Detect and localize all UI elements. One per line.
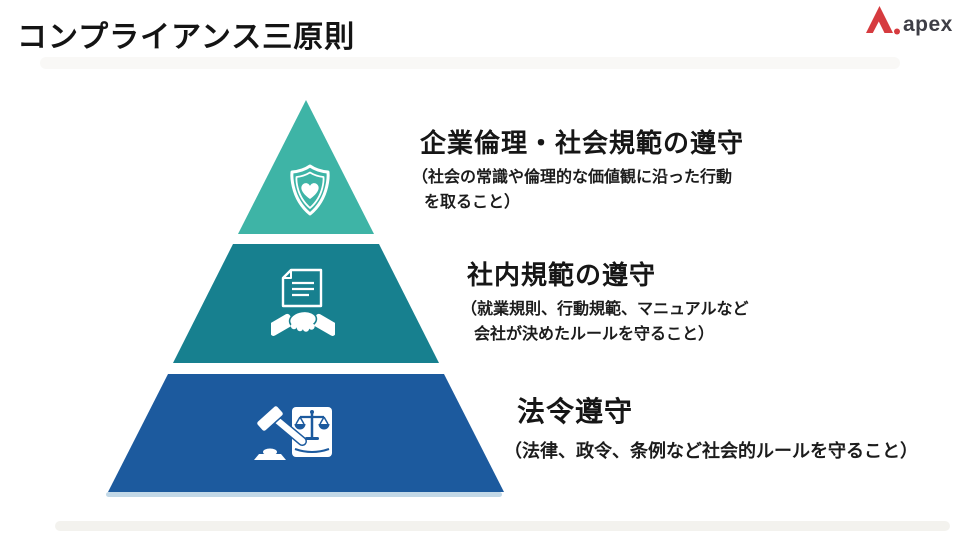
- tier-heading: 企業倫理・社会規範の遵守: [420, 128, 745, 158]
- gavel-lawbook-icon: [254, 404, 332, 460]
- logo-brand-text: apex: [903, 13, 953, 36]
- background-noise-band: [40, 57, 900, 69]
- description-line: を取ること）: [424, 193, 521, 211]
- pyramid-base-shadow: [106, 492, 502, 497]
- description-line: （就業規則、行動規範、マニュアルなど: [461, 300, 749, 318]
- page-title: コンプライアンス三原則: [17, 21, 356, 54]
- document-handshake-icon: [271, 268, 335, 336]
- description-line: （社会の常識や倫理的な価値観に沿った行動: [412, 168, 733, 186]
- pyramid-tier-middle: [173, 244, 439, 363]
- apex-logo: apex: [866, 4, 953, 37]
- apex-mountain-icon: [866, 6, 900, 35]
- tier-heading: 法令遵守: [517, 396, 634, 427]
- tier-description: （社会の常識や倫理的な価値観に沿った行動 を取ること）: [412, 165, 744, 215]
- tier-heading: 社内規範の遵守: [467, 260, 657, 290]
- logo-dot: [894, 28, 900, 35]
- tier-text-ethics: 企業倫理・社会規範の遵守 （社会の常識や倫理的な価値観に沿った行動 を取ること）: [412, 127, 744, 215]
- description-line: 会社が決めたルールを守ること）: [474, 325, 715, 343]
- tier-description: （就業規則、行動規範、マニュアルなど 会社が決めたルールを守ること）: [461, 297, 749, 347]
- logo-mark-shape: [866, 6, 893, 33]
- background-noise-band: [55, 521, 950, 531]
- handshake-hands: [271, 310, 335, 336]
- tier-text-internal-rules: 社内規範の遵守 （就業規則、行動規範、マニュアルなど 会社が決めたルールを守るこ…: [461, 259, 749, 347]
- description-line: （法律、政令、条例など社会的ルールを守ること）: [504, 441, 918, 462]
- shield-heart-icon: [290, 164, 330, 216]
- scales-glyph: [294, 410, 330, 453]
- tier-description: （法律、政令、条例など社会的ルールを守ること）: [504, 438, 918, 464]
- tier-text-legal: 法令遵守 （法律、政令、条例など社会的ルールを守ること）: [504, 394, 918, 464]
- gavel: [254, 404, 308, 460]
